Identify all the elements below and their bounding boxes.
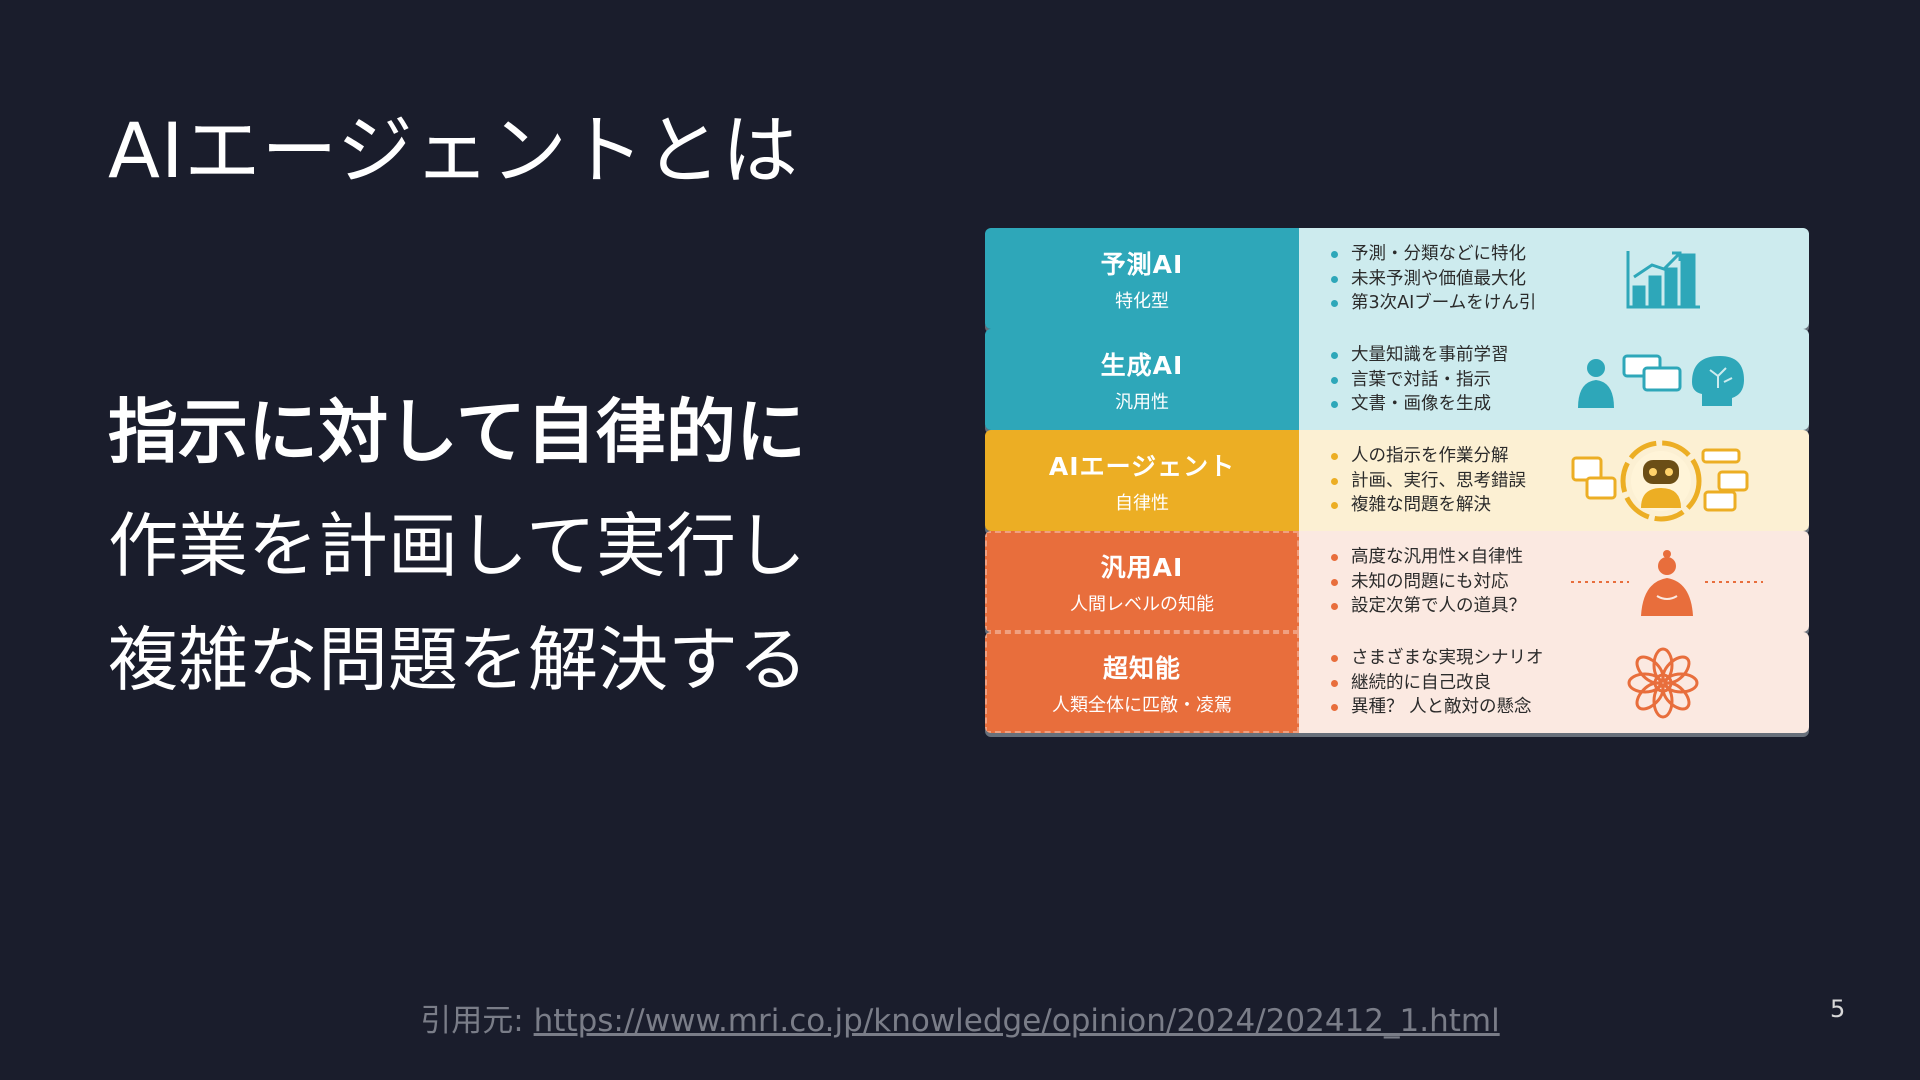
row-body: さまざまな実現シナリオ 継続的に自己改良 異種？ 人と敵対の懸念 [1299, 632, 1809, 733]
bullet-item: さまざまな実現シナリオ [1331, 646, 1544, 671]
diagram-row-ai-agent: AIエージェント 自律性 人の指示を作業分解 計画、実行、思考錯誤 複雑な問題を… [985, 430, 1809, 531]
page-number: 5 [1830, 995, 1846, 1023]
row-bullets: 人の指示を作業分解 計画、実行、思考錯誤 複雑な問題を解決 [1331, 444, 1526, 518]
row-subtitle: 汎用性 [1115, 391, 1169, 413]
row-name: AIエージェント [1048, 451, 1236, 481]
bullet-item: 継続的に自己改良 [1331, 671, 1544, 696]
bullet-item: 未知の問題にも対応 [1331, 570, 1526, 595]
row-subtitle: 特化型 [1115, 290, 1169, 312]
row-label: 予測AI 特化型 [985, 228, 1299, 329]
row-name: 生成AI [1100, 350, 1184, 380]
diagram-row-generative-ai: 生成AI 汎用性 大量知識を事前学習 言葉で対話・指示 文書・画像を生成 [985, 329, 1809, 430]
lead-text: 指示に対して自律的に 作業を計画して実行し 複雑な問題を解決する [108, 375, 868, 717]
citation-link[interactable]: https://www.mri.co.jp/knowledge/opinion/… [533, 1003, 1500, 1039]
row-name: 予測AI [1100, 249, 1184, 279]
bullet-item: 言葉で対話・指示 [1331, 368, 1509, 393]
row-body: 高度な汎用性×自律性 未知の問題にも対応 設定次第で人の道具？ [1299, 531, 1809, 632]
bullet-item: 大量知識を事前学習 [1331, 343, 1509, 368]
bullet-item: 高度な汎用性×自律性 [1331, 545, 1526, 570]
row-label: 生成AI 汎用性 [985, 329, 1299, 430]
slide-title: AIエージェントとは [108, 106, 799, 195]
row-label: 汎用AI 人間レベルの知能 [985, 531, 1299, 632]
row-bullets: さまざまな実現シナリオ 継続的に自己改良 異種？ 人と敵対の懸念 [1331, 646, 1544, 720]
lead-line-2: 作業を計画して実行し [108, 505, 806, 587]
row-name: 超知能 [1102, 653, 1181, 683]
row-bullets: 予測・分類などに特化 未来予測や価値最大化 第3次AIブームをけん引 [1331, 242, 1536, 316]
row-body: 人の指示を作業分解 計画、実行、思考錯誤 複雑な問題を解決 [1299, 430, 1809, 531]
source-citation: 引用元: https://www.mri.co.jp/knowledge/opi… [0, 995, 1920, 1040]
bullet-item: 異種？ 人と敵対の懸念 [1331, 695, 1544, 720]
row-subtitle: 人類全体に匹敵・凌駕 [1052, 694, 1232, 716]
bullet-item: 文書・画像を生成 [1331, 392, 1509, 417]
diagram-row-predictive-ai: 予測AI 特化型 予測・分類などに特化 未来予測や価値最大化 第3次AIブームを… [985, 228, 1809, 329]
diagram-row-general-ai: 汎用AI 人間レベルの知能 高度な汎用性×自律性 未知の問題にも対応 設定次第で… [985, 531, 1809, 632]
bullet-item: 設定次第で人の道具？ [1331, 594, 1526, 619]
lead-line-3: 複雑な問題を解決する [108, 619, 808, 701]
bullet-item: 予測・分類などに特化 [1331, 242, 1536, 267]
buddha-icon [1571, 549, 1763, 616]
bullet-item: 未来予測や価値最大化 [1331, 267, 1536, 292]
bullet-item: 第3次AIブームをけん引 [1331, 291, 1536, 316]
row-subtitle: 人間レベルの知能 [1070, 593, 1214, 615]
bullet-item: 人の指示を作業分解 [1331, 444, 1526, 469]
bullet-item: 計画、実行、思考錯誤 [1331, 469, 1526, 494]
row-label: 超知能 人類全体に匹敵・凌駕 [985, 632, 1299, 733]
citation-prefix: 引用元: [420, 1003, 534, 1039]
row-bullets: 大量知識を事前学習 言葉で対話・指示 文書・画像を生成 [1331, 343, 1509, 417]
lead-line-1: 指示に対して自律的に [108, 391, 806, 473]
diagram-row-superintelligence: 超知能 人類全体に匹敵・凌駕 さまざまな実現シナリオ 継続的に自己改良 異種？ … [985, 632, 1809, 733]
bullet-item: 複雑な問題を解決 [1331, 493, 1526, 518]
bar-chart-icon [1626, 250, 1700, 308]
ai-evolution-diagram: 予測AI 特化型 予測・分類などに特化 未来予測や価値最大化 第3次AIブームを… [985, 228, 1809, 733]
row-name: 汎用AI [1100, 552, 1184, 582]
row-body: 大量知識を事前学習 言葉で対話・指示 文書・画像を生成 [1299, 329, 1809, 430]
person-brain-chat-icon [1578, 354, 1744, 408]
robot-icon [1571, 440, 1749, 521]
row-label: AIエージェント 自律性 [985, 430, 1299, 531]
row-subtitle: 自律性 [1115, 492, 1169, 514]
lotus-icon [1627, 647, 1699, 718]
row-body: 予測・分類などに特化 未来予測や価値最大化 第3次AIブームをけん引 [1299, 228, 1809, 329]
row-bullets: 高度な汎用性×自律性 未知の問題にも対応 設定次第で人の道具？ [1331, 545, 1526, 619]
